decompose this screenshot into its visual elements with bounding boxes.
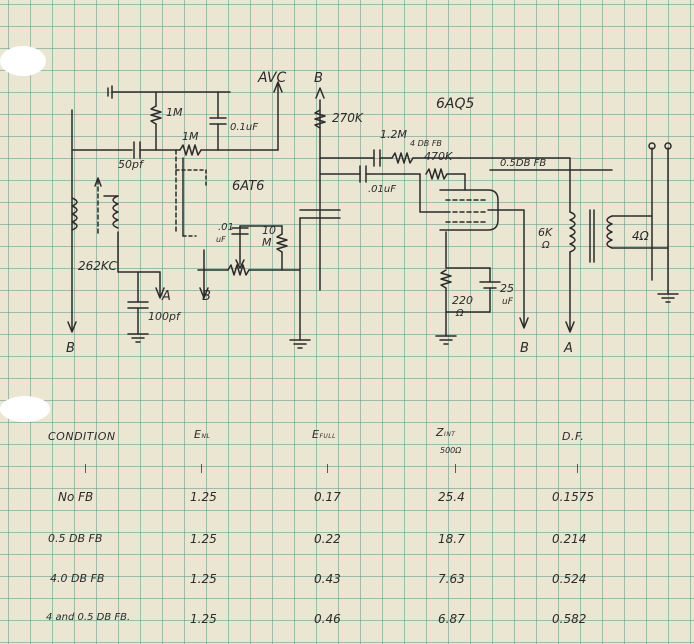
label-6at6: 6AT6 bbox=[232, 179, 264, 194]
label-470k: 470K bbox=[424, 150, 453, 163]
table-row-2-z-int: 18.7 bbox=[438, 532, 465, 546]
label-1m-top: 1M bbox=[166, 106, 183, 119]
antenna-coil bbox=[71, 197, 78, 231]
ground-symbol-mid bbox=[289, 339, 311, 349]
ground-symbol-top bbox=[107, 85, 113, 99]
ground-symbol-left bbox=[127, 333, 149, 343]
table-row-2-e-full: 0.22 bbox=[314, 532, 341, 546]
col-header-condition: CONDITION bbox=[48, 430, 116, 443]
table-row-3-df: 0.524 bbox=[552, 572, 587, 586]
label-b-mid: B bbox=[202, 289, 211, 304]
table-row-3-z-int: 7.63 bbox=[438, 572, 465, 586]
ground-symbol-output bbox=[657, 293, 679, 303]
label-25-uf: uF bbox=[502, 297, 514, 307]
resistor-270k bbox=[314, 109, 326, 129]
label-6k-ohm: Ω bbox=[541, 240, 550, 251]
col-header-e-full-sub: FULL bbox=[319, 433, 336, 440]
label-b-right: B bbox=[520, 341, 529, 356]
resistor-1m-top bbox=[150, 105, 162, 125]
label-05db-fb: 0.5DB FB bbox=[500, 158, 546, 169]
label-262kc: 262KC bbox=[78, 259, 117, 273]
volume-potentiometer bbox=[227, 264, 250, 276]
table-row-4-e-full: 0.46 bbox=[314, 612, 341, 626]
label-b-left: B bbox=[66, 341, 75, 356]
b-rail-left-arrow bbox=[67, 321, 77, 333]
table-row-1-z-int: 25.4 bbox=[438, 490, 465, 504]
label-speaker: 4Ω bbox=[632, 229, 650, 243]
tick-z-int: | bbox=[454, 464, 458, 474]
tick-df: | bbox=[576, 464, 580, 474]
table-row-1-df: 0.1575 bbox=[552, 490, 594, 504]
table-row-1-condition: No FB bbox=[58, 490, 94, 504]
label-1m-mid: 1M bbox=[182, 130, 199, 143]
capacitor-fb bbox=[373, 149, 381, 167]
col-header-e-nl-sub: NL bbox=[201, 433, 211, 440]
table-row-1-e-nl: 1.25 bbox=[190, 490, 217, 504]
label-01-c: .01 bbox=[218, 222, 234, 233]
tick-e-full: | bbox=[326, 464, 330, 474]
ground-symbol-right bbox=[435, 335, 457, 345]
table-row-4-e-nl: 1.25 bbox=[190, 612, 217, 626]
label-220: 220 bbox=[452, 294, 473, 307]
resistor-220 bbox=[440, 269, 452, 289]
table-row-2-e-nl: 1.25 bbox=[190, 532, 217, 546]
label-01uf-b: .01uF bbox=[368, 184, 396, 195]
label-a-mid: A bbox=[161, 289, 171, 304]
table-row-4-condition: 4 and 0.5 DB FB. bbox=[46, 612, 131, 623]
table-row-2-condition: 0.5 DB FB bbox=[48, 532, 103, 545]
binder-hole-bottom bbox=[0, 396, 50, 422]
tick-condition: | bbox=[84, 464, 88, 474]
label-4db-fb: 4 DB FB bbox=[410, 139, 442, 148]
label-270k: 270K bbox=[332, 111, 364, 125]
resistor-470k bbox=[425, 168, 448, 180]
col-header-df: D.F. bbox=[562, 430, 585, 443]
capacitor-0-1uf bbox=[209, 117, 227, 125]
transformer-secondary bbox=[606, 215, 613, 249]
table-row-3-condition: 4.0 DB FB bbox=[50, 572, 105, 585]
label-10: 10 bbox=[262, 224, 276, 237]
transformer-primary bbox=[569, 211, 576, 253]
table-row-2-df: 0.214 bbox=[552, 532, 587, 546]
table-row-3-e-full: 0.43 bbox=[314, 572, 341, 586]
col-header-e-full: EFULL bbox=[312, 428, 336, 441]
table-row-4-z-int: 6.87 bbox=[438, 612, 465, 626]
binder-hole-top bbox=[0, 46, 46, 76]
capacitor-50pf bbox=[133, 141, 141, 159]
oscillator-coil bbox=[112, 195, 119, 229]
label-avc: AVC bbox=[257, 70, 286, 86]
label-50pf: 50pf bbox=[118, 158, 145, 171]
capacitor-25uf bbox=[479, 281, 501, 289]
col-header-z-int-sub: INT bbox=[444, 431, 456, 438]
resistor-1-2m bbox=[391, 152, 414, 164]
resistor-10m bbox=[276, 233, 288, 253]
col-header-z-int-note: 500Ω bbox=[440, 446, 462, 455]
label-0-1uf: 0.1uF bbox=[230, 122, 258, 133]
label-100pf: 100pf bbox=[148, 310, 182, 323]
label-uf-c: uF bbox=[216, 235, 226, 244]
table-row-1-e-full: 0.17 bbox=[314, 490, 341, 504]
label-1-2m: 1.2M bbox=[380, 128, 407, 141]
table-row-3-e-nl: 1.25 bbox=[190, 572, 217, 586]
label-220-ohm: Ω bbox=[455, 308, 464, 319]
label-6aq5: 6AQ5 bbox=[436, 96, 475, 112]
label-b-top: B bbox=[314, 71, 323, 86]
col-header-z-int: ZINT bbox=[436, 426, 456, 439]
capacitor-01uf-c bbox=[231, 227, 249, 235]
capacitor-100pf bbox=[127, 301, 149, 309]
label-m: M bbox=[262, 236, 272, 249]
label-6k: 6K bbox=[538, 226, 553, 239]
resistor-1m-mid bbox=[179, 144, 202, 156]
capacitor-01uf-b bbox=[359, 165, 367, 183]
label-25: 25 bbox=[500, 282, 514, 295]
transformer-core bbox=[589, 209, 595, 263]
tick-e-nl: | bbox=[200, 464, 204, 474]
label-a-right: A bbox=[563, 341, 573, 356]
table-row-4-df: 0.582 bbox=[552, 612, 587, 626]
col-header-e-nl: ENL bbox=[194, 428, 211, 441]
